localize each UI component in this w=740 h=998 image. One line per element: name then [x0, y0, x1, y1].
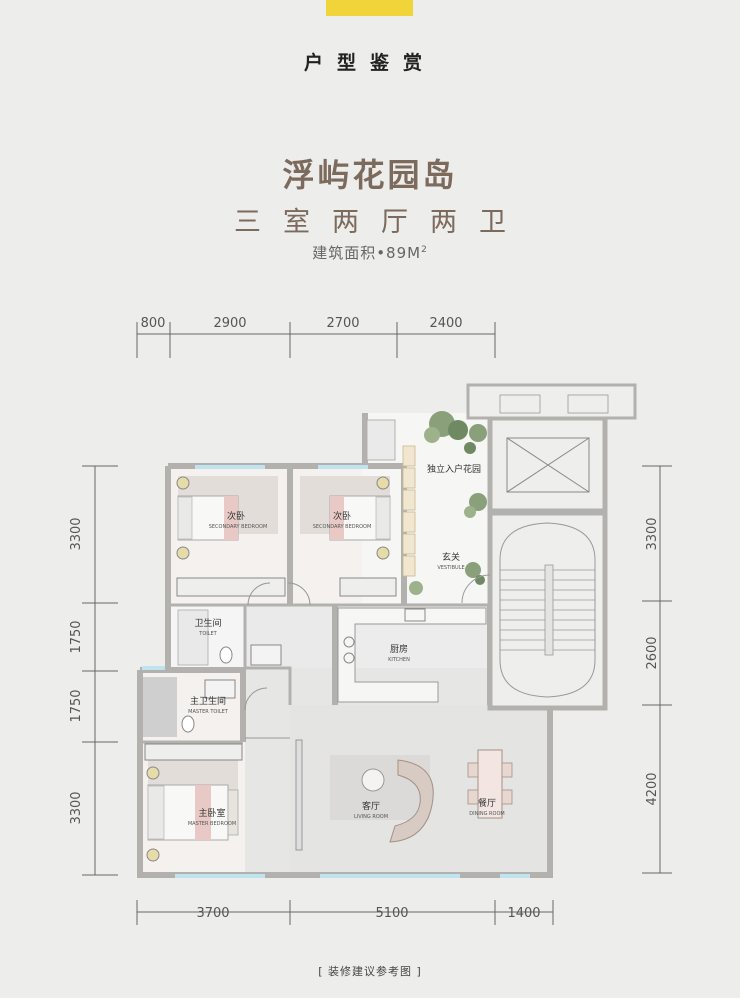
wardrobe — [339, 577, 397, 597]
dim-right-3: 4200 — [645, 772, 660, 805]
equipment-closet — [366, 419, 396, 461]
dim-bottom-3: 1400 — [507, 906, 540, 921]
label-dining-room: 餐厅 — [478, 797, 496, 809]
label-secondary-bedroom-1: 次卧 — [227, 510, 245, 522]
dim-left-4: 3300 — [69, 791, 84, 824]
side-table — [361, 768, 385, 792]
dim-right-1: 3300 — [645, 517, 660, 550]
reference-note: [ 装修建议参考图 ] — [318, 965, 422, 978]
label-garden: 独立入户花园 — [427, 463, 481, 475]
label-master-toilet-en: MASTER TOILET — [188, 709, 229, 715]
dim-left-1: 3300 — [69, 517, 84, 550]
dim-bottom-2: 5100 — [375, 906, 408, 921]
dining-table — [477, 749, 503, 819]
label-living-room: 客厅 — [362, 800, 380, 812]
dim-left-3: 1750 — [69, 689, 84, 722]
building-core — [466, 383, 637, 711]
interior-walls — [143, 603, 490, 744]
accent-bar — [326, 0, 413, 16]
toilet-bowl — [219, 646, 233, 664]
garden-plants — [409, 411, 487, 595]
dim-top-3: 2700 — [326, 316, 359, 331]
project-name: 浮屿花园岛 — [282, 156, 458, 194]
wardrobe — [176, 577, 286, 597]
label-master-toilet: 主卫生间 — [190, 695, 226, 707]
dim-left-2: 1750 — [69, 620, 84, 653]
dim-top-4: 2400 — [429, 316, 462, 331]
label-secondary-bedroom-2: 次卧 — [333, 510, 351, 522]
label-secondary-bedroom-1-en: SECONDARY BEDROOM — [209, 524, 268, 530]
storage-cabinet — [402, 445, 416, 577]
kitchen-counter — [337, 607, 487, 703]
label-dining-room-en: DINING ROOM — [469, 811, 504, 817]
area-superscript: 2 — [421, 245, 428, 255]
label-living-room-en: LIVING ROOM — [354, 814, 388, 820]
dim-top-1: 800 — [141, 316, 166, 331]
area-label: 建筑面积•89M — [312, 244, 422, 262]
dim-right-2: 2600 — [645, 636, 660, 669]
door-swings — [244, 574, 491, 739]
label-master-bedroom-en: MASTER BEDROOM — [188, 821, 236, 827]
tv-cabinet — [295, 739, 303, 851]
label-kitchen: 厨房 — [390, 643, 408, 655]
master-wardrobe — [144, 743, 243, 761]
building-area: 建筑面积•89M2 — [0, 242, 740, 263]
layout-type: 三室两厅两卫 — [234, 207, 528, 238]
label-master-bedroom: 主卧室 — [198, 807, 225, 819]
furniture — [144, 476, 513, 862]
curved-sofa — [389, 759, 434, 843]
section-title: 户型鉴赏 — [303, 52, 436, 74]
label-toilet: 卫生间 — [194, 617, 221, 629]
label-toilet-en: TOILET — [198, 631, 217, 637]
washbasin — [250, 644, 282, 666]
label-vestibule: 玄关 — [442, 551, 460, 563]
label-secondary-bedroom-2-en: SECONDARY BEDROOM — [313, 524, 372, 530]
dim-top-2: 2900 — [213, 316, 246, 331]
label-vestibule-en: VESTIBULE — [437, 565, 464, 571]
label-kitchen-en: KITCHEN — [388, 657, 410, 663]
dim-bottom-1: 3700 — [196, 906, 229, 921]
dimension-lines — [82, 322, 672, 925]
